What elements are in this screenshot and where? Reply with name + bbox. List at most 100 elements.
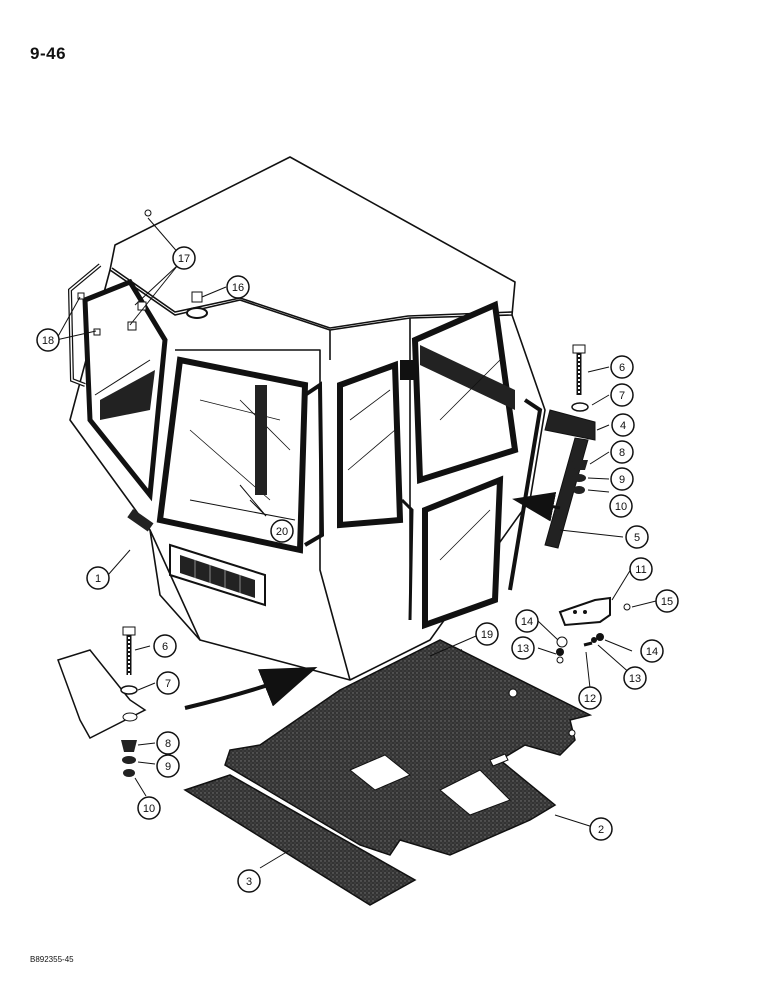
callout-8: 8 — [610, 440, 634, 464]
assembly-arrow-left — [184, 667, 318, 710]
vent-grille — [169, 543, 266, 607]
callout-12: 12 — [578, 686, 602, 710]
page-number: 9-46 — [30, 44, 67, 63]
front-windshield — [156, 356, 309, 554]
callout-19: 19 — [475, 622, 499, 646]
left-mount-strap — [57, 649, 147, 739]
callout-circle — [515, 609, 539, 633]
left-bolt-6 — [122, 626, 136, 675]
callout-circle — [156, 731, 180, 755]
callout-label: 6 — [162, 641, 168, 653]
callout-7: 7 — [610, 383, 634, 407]
callout-label: 12 — [584, 693, 596, 705]
callout-10: 10 — [609, 494, 633, 518]
leader-lines — [55, 217, 657, 869]
nut-13-left — [556, 648, 564, 656]
callout-circle — [625, 525, 649, 549]
callout-label: 18 — [42, 335, 54, 347]
callout-circle — [589, 817, 613, 841]
callout-label: 6 — [619, 362, 625, 374]
callout-circle — [137, 796, 161, 820]
callout-label: 7 — [165, 678, 171, 690]
door-grab-handle — [400, 498, 414, 621]
callout-label: 20 — [276, 526, 288, 538]
callout-6: 6 — [610, 355, 634, 379]
callout-4: 4 — [611, 413, 635, 437]
callout-20: 20 — [270, 519, 294, 543]
left-isolator-8 — [121, 740, 137, 752]
callout-15: 15 — [655, 589, 679, 613]
callout-14: 14 — [640, 639, 664, 663]
callout-label: 8 — [165, 738, 171, 750]
callout-label: 17 — [178, 253, 190, 265]
callout-label: 14 — [521, 616, 533, 628]
callout-13: 13 — [511, 636, 535, 660]
screw-12 — [583, 641, 593, 647]
door-latch — [400, 360, 414, 380]
callout-label: 2 — [598, 824, 604, 836]
roof-vent-16 — [186, 307, 208, 319]
figure-code: B892355-45 — [30, 955, 74, 964]
callout-label: 10 — [615, 501, 627, 513]
right-isolator-8 — [572, 460, 588, 470]
callout-label: 9 — [165, 761, 171, 773]
right-washer-9 — [572, 474, 586, 482]
right-grab-handle — [508, 398, 543, 591]
left-washer-7 — [120, 685, 138, 695]
callout-circle — [610, 467, 634, 491]
door-window-lower — [422, 475, 504, 630]
callout-circle — [655, 589, 679, 613]
callout-circle — [578, 686, 602, 710]
floor-mat-3 — [183, 774, 417, 906]
callout-circle — [237, 869, 261, 893]
callout-6: 6 — [153, 634, 177, 658]
callout-label: 3 — [246, 876, 252, 888]
callout-label: 8 — [619, 447, 625, 459]
right-nut-10 — [573, 486, 585, 494]
callout-label: 11 — [635, 564, 646, 576]
cab-roof — [109, 156, 516, 331]
callout-circle — [610, 383, 634, 407]
callout-circle — [609, 494, 633, 518]
callout-circle — [475, 622, 499, 646]
callout-16: 16 — [226, 275, 250, 299]
callout-label: 13 — [629, 673, 641, 685]
left-nut-10 — [123, 769, 135, 777]
callout-9: 9 — [156, 754, 180, 778]
callout-circle — [36, 328, 60, 352]
callout-label: 19 — [481, 629, 493, 641]
callout-circle — [629, 557, 653, 581]
callout-circle — [172, 246, 196, 270]
washer-14-right — [596, 633, 604, 641]
washer-14-left — [556, 636, 568, 648]
callout-circle — [270, 519, 294, 543]
callout-circle — [511, 636, 535, 660]
callout-group: 1234567891067891011121313141415161718192… — [36, 246, 679, 893]
callout-11: 11 — [629, 557, 653, 581]
callout-3: 3 — [237, 869, 261, 893]
right-washer-7 — [571, 402, 589, 412]
callout-label: 16 — [232, 282, 244, 294]
callout-8: 8 — [156, 731, 180, 755]
callout-14: 14 — [515, 609, 539, 633]
callout-label: 1 — [95, 573, 101, 585]
callout-circle — [610, 355, 634, 379]
callout-13: 13 — [623, 666, 647, 690]
front-grab-handle — [303, 381, 325, 547]
right-bolt-6 — [572, 344, 586, 395]
callout-label: 9 — [619, 474, 625, 486]
clip-15 — [623, 603, 631, 611]
callout-10: 10 — [137, 796, 161, 820]
callout-circle — [156, 754, 180, 778]
callout-2: 2 — [589, 817, 613, 841]
rear-window — [411, 300, 519, 485]
callout-17: 17 — [172, 246, 196, 270]
callout-circle — [156, 671, 180, 695]
callout-circle — [610, 440, 634, 464]
roof-plug-17 — [144, 209, 152, 217]
callout-circle — [640, 639, 664, 663]
callout-circle — [86, 566, 110, 590]
left-washer-9 — [122, 756, 136, 764]
callout-7: 7 — [156, 671, 180, 695]
